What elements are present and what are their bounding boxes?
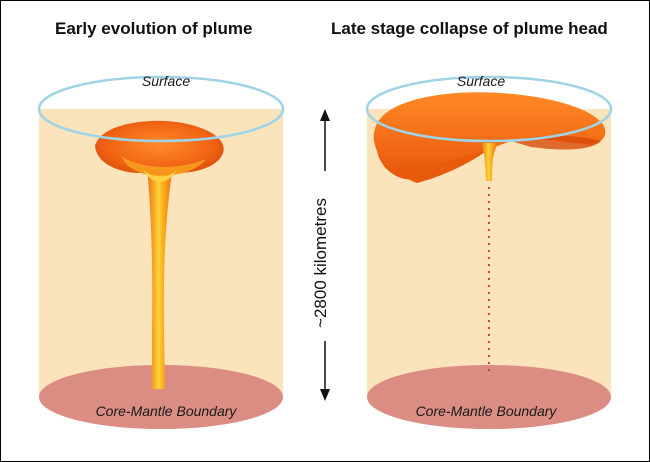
left-core-mantle-label: Core-Mantle Boundary [95,403,237,419]
right-core-mantle-boundary [367,365,611,429]
right-cylinder [365,75,613,429]
right-panel-title: Late stage collapse of plume head [331,19,608,38]
right-surface-ring [365,75,613,143]
left-surface-label: Surface [141,73,191,89]
left-plume-stem [147,166,173,389]
left-cmb-upper-half [39,365,283,429]
depth-arrow-down-head [320,389,330,401]
left-plume-head-fold [121,156,206,176]
right-plume-disk-underside [400,149,489,183]
left-core-mantle-boundary [39,365,283,429]
depth-arrow-up-head [320,109,330,121]
left-surface-ring [37,75,285,143]
depth-scale-arrow [320,109,330,401]
right-core-mantle-label: Core-Mantle Boundary [415,403,557,419]
left-panel-title: Early evolution of plume [55,19,253,38]
right-plume-disk [373,92,606,180]
depth-scale-label: ~2800 kilometres [311,198,330,328]
right-surface-label: Surface [456,73,506,89]
left-cylinder [37,75,285,429]
right-cmb-upper-half [367,365,611,429]
left-plume-neck [143,169,177,182]
right-plume-stem [481,143,498,181]
